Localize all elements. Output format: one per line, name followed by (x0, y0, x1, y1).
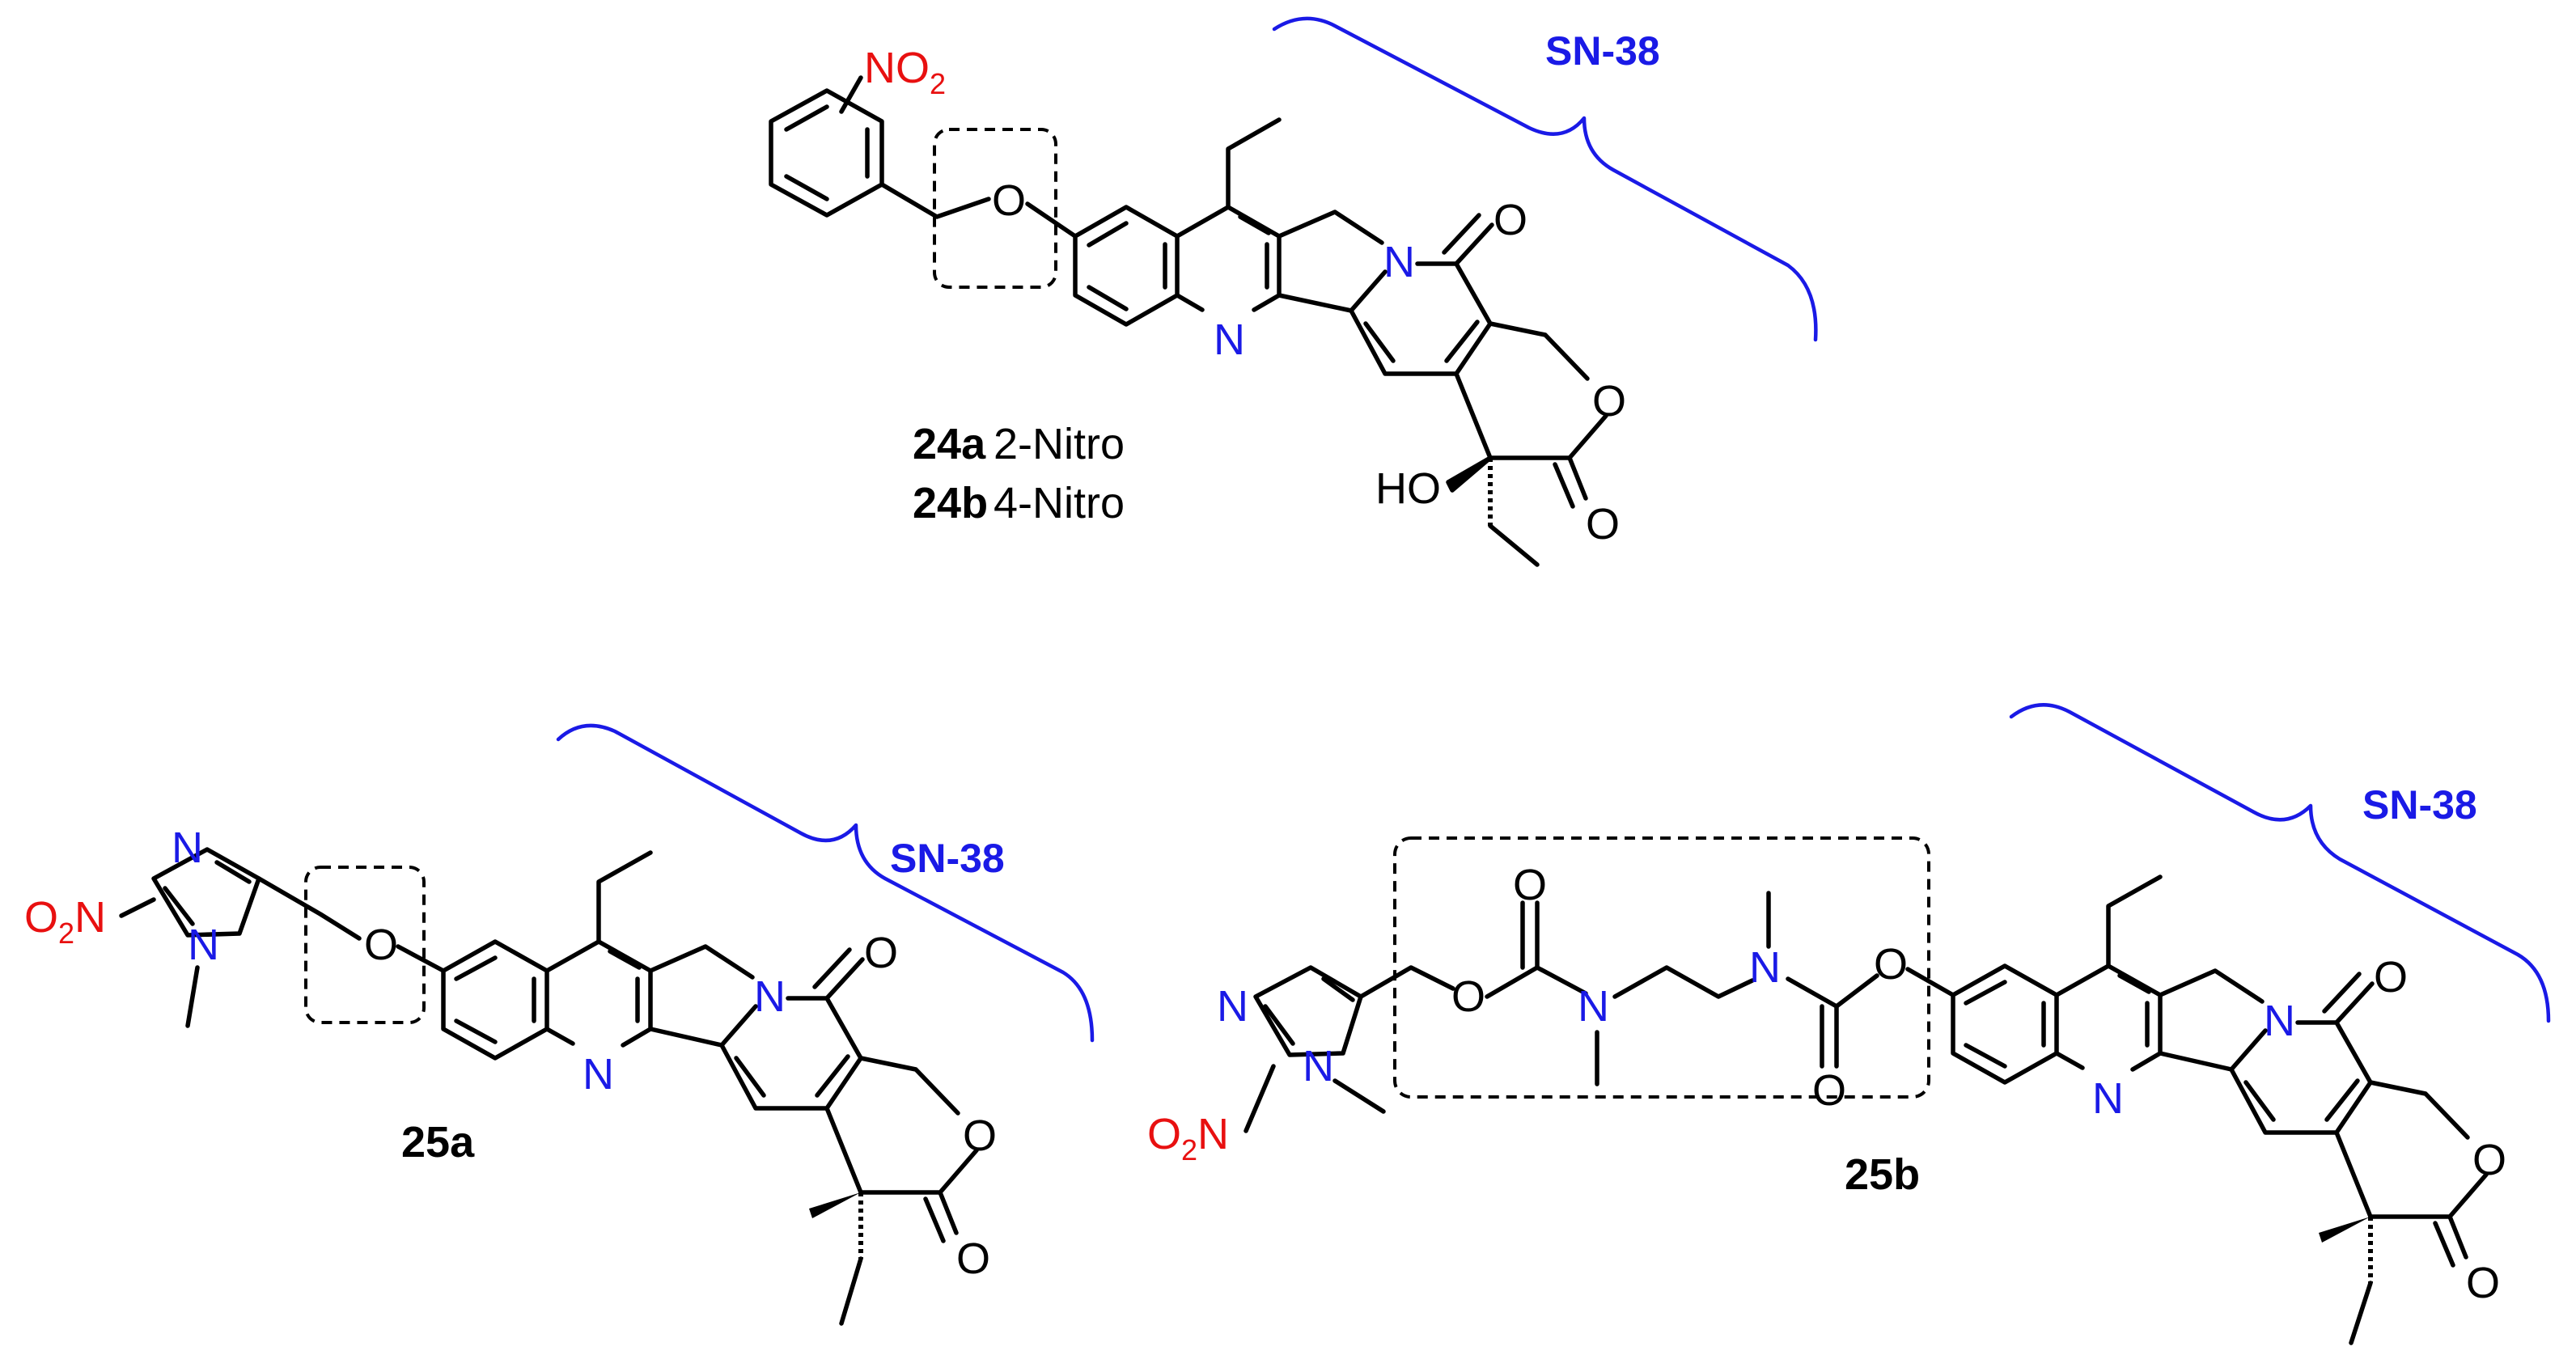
pyrrole-nitrogen-25b: N (2264, 997, 2295, 1045)
compound-variant-24b: 4-Nitro (994, 479, 1125, 527)
quinoline-nitrogen-25b: N (2092, 1074, 2124, 1123)
lactone-oxygen-25a: O (956, 1234, 990, 1283)
compound-id-25a: 25a (401, 1118, 475, 1167)
compound-25a: SN-38 N N O2N O N N O O (24, 723, 1095, 1326)
compound-id-24b: 24b (913, 479, 988, 527)
imidazole-n1-25a: N (188, 921, 219, 969)
amine-nitrogen-2-25b: N (1749, 943, 1781, 992)
compound-25b: SN-38 N N O2N O O N N O O N (1147, 703, 2551, 1345)
quinoline-nitrogen-25a: N (583, 1050, 614, 1099)
sn38-brace-24 (1272, 16, 1818, 342)
compound-variant-24a: 2-Nitro (994, 420, 1125, 468)
imidazole-ring-25a (151, 847, 261, 938)
compound-id-24a: 24a (913, 420, 986, 468)
lactam-oxygen-25b: O (2374, 953, 2408, 1001)
carbonyl-oxygen-1-25b: O (1513, 861, 1547, 909)
nitro-group-25b: O2N (1147, 1110, 1229, 1167)
lactone-oxygen-25b: O (2466, 1259, 2500, 1307)
lactone-ring-oxygen-25a: O (963, 1112, 997, 1160)
compound-24: SN-38 NO2 O N N O O (769, 16, 1818, 567)
nitro-group-24: NO2 (864, 44, 946, 100)
lactone-ring-oxygen-24: O (1592, 377, 1626, 426)
sn38-brace-25b (2009, 703, 2551, 1023)
quinoline-nitrogen-24: N (1214, 315, 1245, 364)
carbamate-oxygen-1-25b: O (1451, 972, 1485, 1021)
carbonyl-oxygen-2-25b: O (1812, 1066, 1846, 1115)
linker-box-25a (304, 866, 426, 1024)
nitro-group-25a: O2N (24, 893, 106, 950)
carbamate-oxygen-2-25b: O (1874, 940, 1908, 989)
hydroxyl-24: HO (1375, 464, 1441, 513)
pyrrole-nitrogen-24: N (1383, 238, 1415, 286)
lactam-oxygen-24: O (1493, 196, 1527, 244)
sn38-label-25b: SN-38 (2362, 782, 2477, 828)
ether-oxygen-24: O (992, 176, 1026, 225)
sn38-label-25a: SN-38 (890, 836, 1005, 881)
sn38-brace-25a (556, 723, 1095, 1043)
pyrrole-nitrogen-25a: N (754, 972, 786, 1021)
compound-id-25b: 25b (1845, 1150, 1920, 1199)
sn38-label-24: SN-38 (1545, 28, 1660, 74)
lactone-oxygen-24: O (1586, 500, 1620, 548)
imidazole-n3-25a: N (172, 824, 203, 872)
lactam-oxygen-25a: O (864, 929, 898, 977)
linker-box-24 (933, 128, 1057, 289)
linker-box-25b (1393, 836, 1930, 1099)
lactone-ring-oxygen-25b: O (2472, 1136, 2506, 1184)
ether-oxygen-25a: O (364, 921, 398, 969)
imidazole-n3-25b: N (1217, 982, 1248, 1031)
amine-nitrogen-1-25b: N (1578, 982, 1609, 1031)
imidazole-n1-25b: N (1303, 1042, 1334, 1090)
imidazole-ring-25b (1253, 965, 1363, 1057)
